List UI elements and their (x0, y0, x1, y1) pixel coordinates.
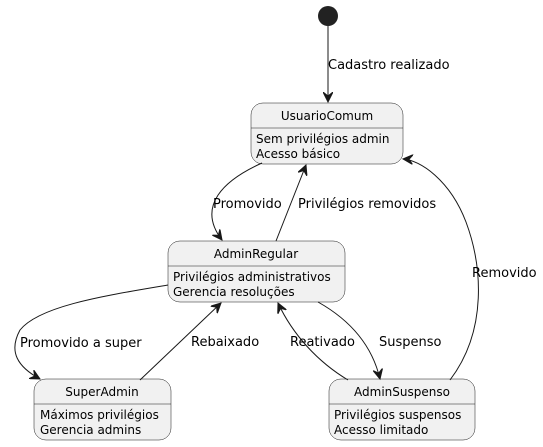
state-title: UsuarioComum (281, 109, 373, 123)
state-desc-line: Gerencia admins (40, 423, 141, 437)
state-admin-regular: AdminRegular Privilégios administrativos… (167, 240, 346, 303)
edge-promovido (211, 162, 263, 240)
edge-label-promovido-super: Promovido a super (20, 336, 142, 351)
state-desc-line: Máximos privilégios (40, 408, 159, 422)
edge-label-removido: Removido (472, 266, 537, 281)
state-desc-line: Gerencia resoluções (173, 285, 295, 299)
state-title: SuperAdmin (65, 385, 138, 399)
edge-promovido-super (14, 284, 169, 379)
edge-label-rebaixado: Rebaixado (191, 335, 259, 350)
edge-rebaixado (139, 303, 221, 381)
state-desc-line: Privilégios suspensos (334, 408, 461, 422)
edge-label-promovido: Promovido (213, 197, 282, 212)
edge-privilegios-removidos (275, 165, 306, 242)
state-desc-line: Privilégios administrativos (173, 270, 331, 284)
state-usuario-comum: UsuarioComum Sem privilégios admin Acess… (250, 102, 404, 165)
edge-suspenso (317, 301, 380, 379)
state-super-admin: SuperAdmin Máximos privilégios Gerencia … (33, 378, 172, 441)
state-desc-line: Acesso limitado (334, 423, 428, 437)
state-title: AdminSuspenso (354, 385, 450, 399)
initial-state-dot (318, 6, 338, 26)
edge-reativado (278, 303, 349, 381)
edge-label-cadastro: Cadastro realizado (328, 58, 450, 73)
state-desc-line: Sem privilégios admin (256, 132, 390, 146)
edge-label-suspenso: Suspenso (379, 335, 442, 350)
edge-label-privilegios-removidos: Privilégios removidos (298, 197, 436, 212)
edge-removido (403, 159, 479, 381)
state-admin-suspenso: AdminSuspenso Privilégios suspensos Aces… (328, 378, 476, 441)
edge-label-reativado: Reativado (290, 335, 355, 350)
state-desc-line: Acesso básico (256, 147, 340, 161)
state-title: AdminRegular (214, 247, 298, 261)
